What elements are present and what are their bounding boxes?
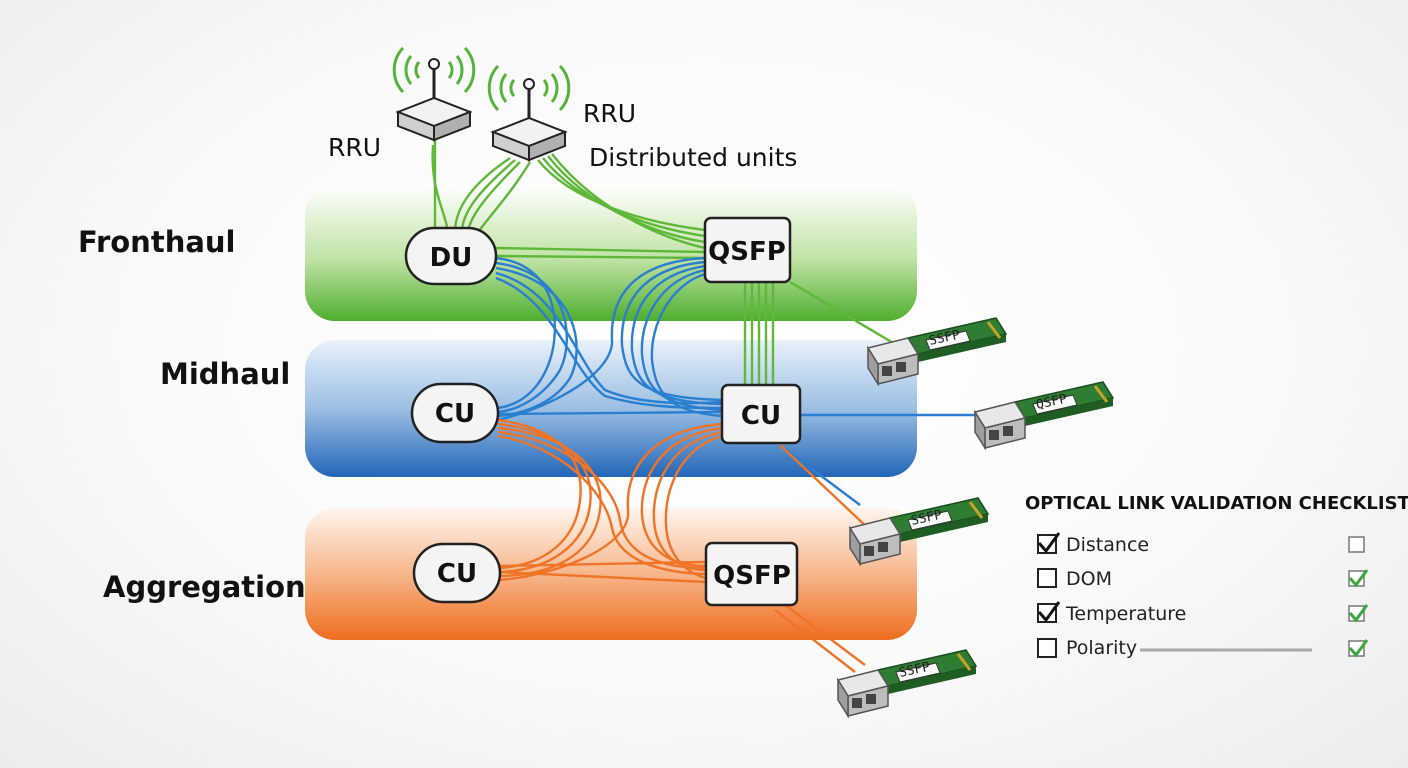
checklist-label: Temperature <box>1065 603 1186 625</box>
distributed-units-label: Distributed units <box>589 143 797 172</box>
module-label: QSFP <box>1035 392 1069 413</box>
checkmark-icon <box>1037 532 1061 554</box>
module-label: SSFP <box>928 328 962 349</box>
rru-right-icon <box>487 64 571 162</box>
rru-left-icon <box>392 46 476 142</box>
checkmark-icon <box>1348 639 1369 658</box>
checklist-label: Polarity <box>1066 637 1137 659</box>
checkmark-icon <box>1348 569 1369 588</box>
rru-left-label: RRU <box>328 133 381 162</box>
transceiver-module-icon: SSFP <box>866 316 1008 386</box>
orange-fiber-links <box>497 418 871 673</box>
checklist-item: Distance <box>1037 532 1365 556</box>
checkbox-right[interactable] <box>1348 536 1365 553</box>
cu-aggregation-label: CU <box>437 559 477 589</box>
du-node: DU <box>404 226 498 286</box>
checklist-label: Distance <box>1066 534 1149 556</box>
validation-checklist: OPTICAL LINK VALIDATION CHECKLIST Distan… <box>1025 493 1408 659</box>
checklist-item: DOM <box>1037 568 1369 590</box>
transceiver-module-icon: QSFP <box>973 380 1115 450</box>
green-fiber-links <box>431 140 896 385</box>
qsfp-aggregation-node: QSFP <box>704 541 799 607</box>
module-label: SSFP <box>898 660 932 681</box>
cu-aggregation-node: CU <box>412 542 502 604</box>
rru-right-label: RRU <box>583 99 636 128</box>
cu-midhaul-right-node: CU <box>720 383 802 445</box>
cu-midhaul-left-label: CU <box>435 399 475 429</box>
module-label: SSFP <box>910 508 944 529</box>
checkbox-left[interactable] <box>1037 568 1057 588</box>
cu-midhaul-left-node: CU <box>410 382 500 444</box>
transceiver-module-icon: SSFP <box>848 496 990 566</box>
du-node-label: DU <box>430 243 473 273</box>
checklist-item: Polarity <box>1037 637 1369 659</box>
cu-midhaul-right-label: CU <box>741 401 781 431</box>
checklist-title: OPTICAL LINK VALIDATION CHECKLIST <box>1025 493 1408 514</box>
checklist-label: DOM <box>1066 568 1112 590</box>
transceiver-module-icon: SSFP <box>836 648 978 718</box>
midhaul-band <box>305 340 917 477</box>
checklist-item: Temperature <box>1037 601 1369 625</box>
checkmark-icon <box>1037 601 1061 623</box>
qsfp-fronthaul-node: QSFP <box>703 216 792 284</box>
qsfp-aggregation-label: QSFP <box>713 561 791 591</box>
aggregation-band <box>305 508 917 640</box>
checkbox-left[interactable] <box>1037 638 1057 658</box>
fronthaul-band <box>305 185 917 321</box>
blue-fiber-links <box>495 256 978 506</box>
fronthaul-label: Fronthaul <box>78 225 236 259</box>
midhaul-label: Midhaul <box>160 357 290 391</box>
qsfp-fronthaul-label: QSFP <box>708 237 786 267</box>
checkmark-icon <box>1348 604 1369 623</box>
aggregation-label: Aggregation <box>103 570 306 604</box>
